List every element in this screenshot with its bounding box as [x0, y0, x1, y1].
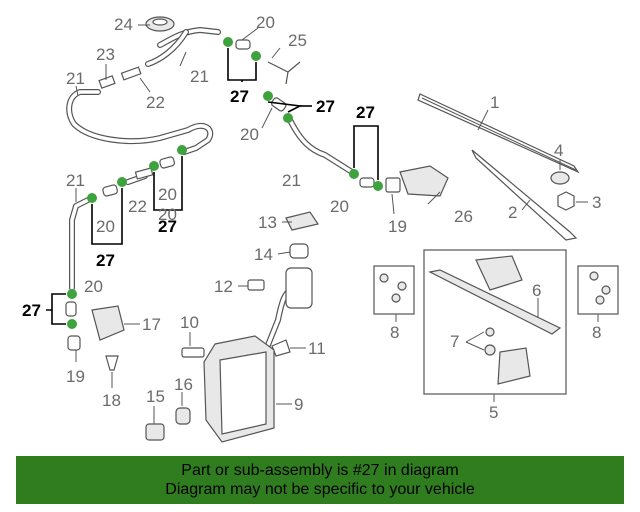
callout-17: 17: [142, 315, 161, 334]
callout-27[interactable]: 27: [158, 217, 177, 236]
clip-27[interactable]: [263, 91, 273, 101]
info-banner: Part or sub-assembly is #27 in diagram D…: [16, 456, 624, 504]
callout-8-right: 8: [592, 323, 601, 342]
callout-21: 21: [190, 67, 209, 86]
callout-19-right: 19: [388, 217, 407, 236]
clip-27[interactable]: [349, 169, 359, 179]
hose-routing: [66, 27, 355, 348]
callout-27[interactable]: 27: [356, 103, 375, 122]
callout-8-left: 8: [390, 323, 399, 342]
clip-27[interactable]: [67, 289, 77, 299]
callout-25: 25: [288, 31, 307, 50]
part-27-clips[interactable]: [67, 37, 383, 329]
clip-27[interactable]: [177, 145, 187, 155]
callout-27[interactable]: 27: [22, 301, 41, 320]
callout-20: 20: [158, 185, 177, 204]
callout-20: 20: [96, 217, 115, 236]
leader-lines-27: [46, 48, 379, 325]
callout-3: 3: [592, 193, 601, 212]
callout-18: 18: [102, 391, 121, 410]
callout-27-labels[interactable]: 27 27 27 27 27 27: [22, 87, 375, 320]
callout-labels: 1 2 3 4 5 6 7 8 8 9 10 11 12 13 14 15 16…: [66, 13, 601, 422]
clip-27[interactable]: [251, 51, 261, 61]
leader-lines: [75, 24, 599, 424]
callout-20: 20: [330, 197, 349, 216]
callout-1: 1: [490, 93, 499, 112]
callout-27[interactable]: 27: [316, 97, 335, 116]
callout-14: 14: [254, 245, 273, 264]
callout-21: 21: [66, 171, 85, 190]
callout-6: 6: [532, 281, 541, 300]
callout-11: 11: [308, 339, 326, 358]
callout-2: 2: [508, 203, 517, 222]
part-shapes: [65, 16, 619, 443]
clip-27[interactable]: [283, 113, 293, 123]
callout-10: 10: [180, 313, 199, 332]
callout-7: 7: [450, 332, 459, 351]
callout-20: 20: [158, 205, 177, 224]
clip-27[interactable]: [117, 177, 127, 187]
callout-4: 4: [554, 141, 563, 160]
banner-line-1: Part or sub-assembly is #27 in diagram: [181, 462, 459, 479]
clip-27[interactable]: [87, 193, 97, 203]
callout-22: 22: [128, 197, 147, 216]
callout-20: 20: [240, 125, 259, 144]
callout-27[interactable]: 27: [230, 87, 249, 106]
callout-22: 22: [146, 93, 165, 112]
callout-15: 15: [146, 387, 165, 406]
callout-12: 12: [214, 277, 233, 296]
callout-23: 23: [96, 45, 115, 64]
banner-line-2: Diagram may not be specific to your vehi…: [165, 481, 475, 498]
callout-20: 20: [84, 277, 103, 296]
callout-19-left: 19: [66, 367, 85, 386]
callout-9: 9: [294, 395, 303, 414]
callout-20: 20: [256, 13, 275, 32]
clip-27[interactable]: [373, 181, 383, 191]
clip-27[interactable]: [149, 161, 159, 171]
callout-26: 26: [454, 207, 473, 226]
callout-27[interactable]: 27: [96, 251, 115, 270]
callout-21: 21: [66, 69, 85, 88]
callout-21: 21: [282, 171, 301, 190]
callout-24: 24: [114, 15, 133, 34]
clip-27[interactable]: [223, 37, 233, 47]
callout-16: 16: [174, 375, 193, 394]
clip-27[interactable]: [67, 319, 77, 329]
callout-5: 5: [489, 403, 498, 422]
callout-13: 13: [258, 213, 277, 232]
